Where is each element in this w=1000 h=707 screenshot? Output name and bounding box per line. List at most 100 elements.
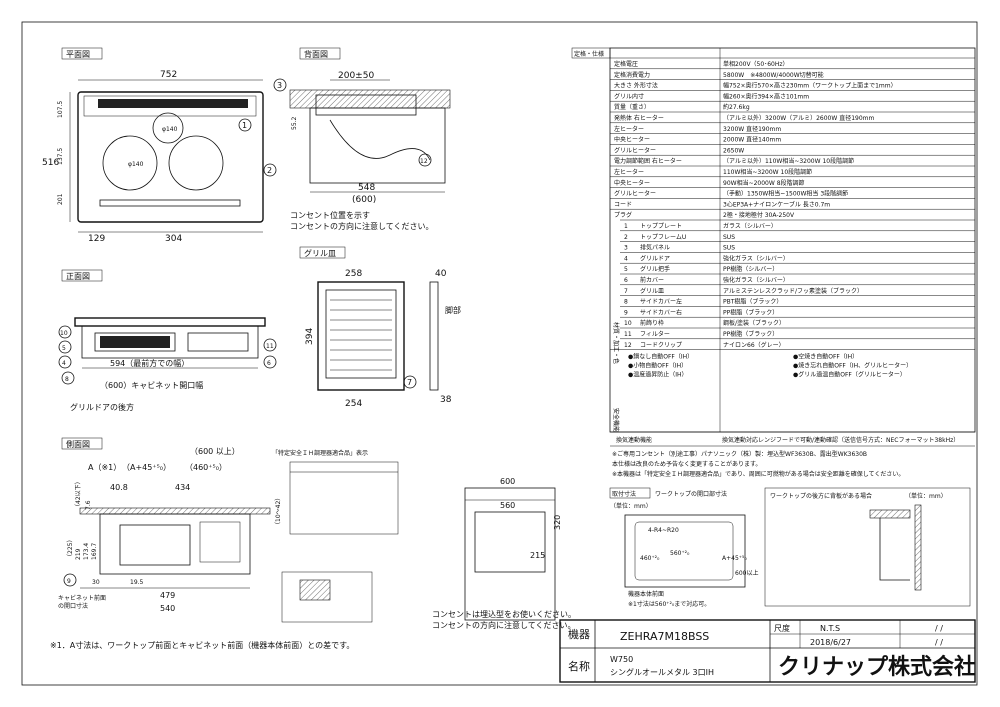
material-row-spec: PBT樹脂（ブラック）: [723, 298, 782, 306]
linked-value: 換気連動対応レンジフードで可動/連動確認（送信信号方式：NECフォーマット38k…: [722, 436, 959, 444]
material-row-part: 前飾り枠: [640, 319, 664, 327]
title-date: 2018/6/27: [810, 638, 851, 647]
spec-row-value: 3心EP3A+ナイロンケーブル 長さ0.7m: [723, 200, 830, 208]
plan-d1: 107.5: [57, 101, 64, 118]
side-a: A（※1）: [88, 463, 121, 472]
material-row-no: 3: [624, 245, 628, 252]
material-row-part: サイドカバー右: [640, 308, 682, 316]
material-row-spec: SUS: [723, 234, 735, 241]
plan-d3: 201: [57, 193, 64, 205]
plan-depth: 516: [42, 158, 59, 168]
cut-c: 460⁺²₀: [640, 555, 660, 562]
plan-view: 平面図 φ140 φ140 752 516 107.5 137.5 201 12…: [42, 47, 287, 244]
material-row-spec: ナイロン66（グレー）: [723, 341, 785, 349]
callout-10: 10: [60, 330, 68, 337]
material-row-spec: 強化ガラス（シルバー）: [723, 276, 789, 284]
side-h4: 169.7: [91, 543, 98, 560]
safety-feature: ●焼き忘れ自動OFF（IH、グリルヒーター）: [793, 362, 912, 370]
back-top: 200±50: [338, 71, 374, 81]
title-scale-label: 尺度: [774, 623, 790, 633]
cut-d: A+45⁺⁵₀: [722, 555, 747, 562]
cabinet-front-note2: の開口寸法: [58, 602, 88, 610]
spec-row-value: （アルミ以外）110W相当~3200W 10段階調節: [723, 157, 854, 165]
cut-front: 機器本体前面: [628, 590, 664, 598]
callout-1: 1: [242, 121, 247, 130]
cutout-detail: 取付寸法 ワークトップの開口部寸法 （単位：mm） 4-R4~R20 560⁺²…: [609, 487, 758, 608]
side-d4: 540: [160, 604, 175, 613]
safety-feature: ●グリル過温自動OFF（グリルヒーター）: [793, 371, 906, 379]
material-row-part: トッププレート: [640, 223, 682, 230]
side-h6: （42以下）: [75, 478, 82, 510]
material-row-part: グリル皿: [640, 287, 664, 295]
spec-row-label: グリル内寸: [614, 92, 644, 100]
front-w2: （600）キャビネット開口幅: [100, 380, 203, 390]
company-name: クリナップ株式会社: [778, 654, 976, 680]
side-a45: （A+45⁺⁵₀）: [122, 463, 171, 472]
cab-w2: 560: [500, 501, 515, 510]
material-row-no: 9: [624, 309, 628, 316]
callout-3: 3: [277, 81, 282, 90]
spec-row-value: 5800W ※4800W/4000W切替可能: [723, 71, 824, 79]
material-row-no: 5: [624, 266, 628, 273]
grill-t2: 38: [440, 395, 452, 405]
outlet-note4: コンセントの方向に注意してください。: [432, 620, 576, 630]
burner-left-dia: φ140: [128, 161, 144, 168]
callout-12: 12: [420, 158, 428, 165]
footnote-2: 本仕様は改良のため予告なく変更することがあります。: [612, 460, 761, 468]
material-row-no: 8: [624, 299, 628, 306]
material-row-no: 12: [624, 342, 632, 349]
title-desc-label: 名称: [568, 659, 590, 673]
front-view: 正面図 594（最前方での幅） （600）キャビネット開口幅 10 5 4 8 …: [58, 269, 277, 412]
sheet-border: [21, 21, 978, 686]
material-row-part: コードクリップ: [640, 342, 682, 349]
material-row-part: 排気パネル: [640, 244, 670, 252]
title-desc2: シングルオールメタル 3口IH: [610, 667, 714, 677]
spec-row-value: 90W相当~2000W 8段階調節: [723, 179, 805, 187]
material-row-part: フィルター: [640, 330, 670, 338]
grill-t: 40: [435, 269, 447, 279]
grill-door-note: グリルドアの後方: [70, 402, 134, 412]
title-slash-2: / /: [935, 638, 943, 647]
plan-view-title: 平面図: [66, 50, 90, 59]
safety-label-heading: 安全機能: [612, 408, 620, 432]
spec-row-value: 幅752×奥行570×高さ230mm（ワークトップ上面まで1mm）: [723, 82, 897, 90]
back-h: 55.2: [291, 116, 298, 130]
outlet-note: コンセント位置を示す: [290, 210, 370, 220]
title-model: ZEHRA7M18BSS: [620, 630, 709, 643]
wall-unit: （単位：mm）: [905, 492, 947, 500]
side-view: 側面図 （600 以上） A（※1） （A+45⁺⁵₀） （460⁺⁵₀） 40…: [58, 437, 282, 613]
cut-sub: ワークトップの開口部寸法: [655, 490, 727, 498]
spec-row-value: 2極・接地極付 30A-250V: [723, 211, 795, 219]
spec-row-label: 左ヒーター: [614, 168, 644, 176]
grill-dish-view: グリル皿 258 394 254 40 38 脚部 7: [299, 246, 461, 409]
spec-row-value: 3200W 直径190mm: [723, 125, 781, 133]
side-d1: 40.8: [110, 483, 128, 492]
wall-title: ワークトップの後方に背板がある場合: [770, 492, 872, 500]
callout-2: 2: [267, 166, 272, 175]
side-h1: （225）: [67, 537, 74, 560]
spec-row-label: コード: [614, 201, 632, 208]
spec-row-value: 110W相当~3200W 10段階調節: [723, 168, 812, 176]
spec-row-label: グリルヒーター: [614, 146, 656, 154]
side-d3: 479: [160, 591, 175, 600]
material-row-no: 1: [624, 223, 628, 230]
grill-foot: 脚部: [445, 305, 461, 315]
plan-center: 304: [165, 234, 182, 244]
material-row-part: 前カバー: [640, 276, 664, 284]
spec-row-label: グリルヒーター: [614, 190, 656, 198]
cabinet-view: 600 560 320 215: [464, 477, 562, 621]
plan-left: 129: [88, 234, 105, 244]
back-w: 548: [358, 183, 375, 193]
cut-title: 取付寸法: [612, 490, 636, 498]
safety-feature: ●小物自動OFF（IH）: [628, 362, 687, 370]
cut-e: 600以上: [735, 569, 758, 577]
outlet-note2: コンセントの方向に注意してください。: [290, 221, 434, 231]
callout-11: 11: [266, 343, 274, 350]
material-row-spec: PP樹脂（ブラック）: [723, 330, 778, 338]
front-w: 594（最前方での幅）: [110, 358, 189, 368]
spec-row-label: 電力調節範囲 右ヒーター: [614, 157, 682, 165]
title-name-label: 機器: [568, 627, 590, 641]
title-desc1: W750: [610, 655, 633, 664]
spec-row-value: （手動）1350W相当~1500W相当 3段階調節: [723, 190, 848, 198]
